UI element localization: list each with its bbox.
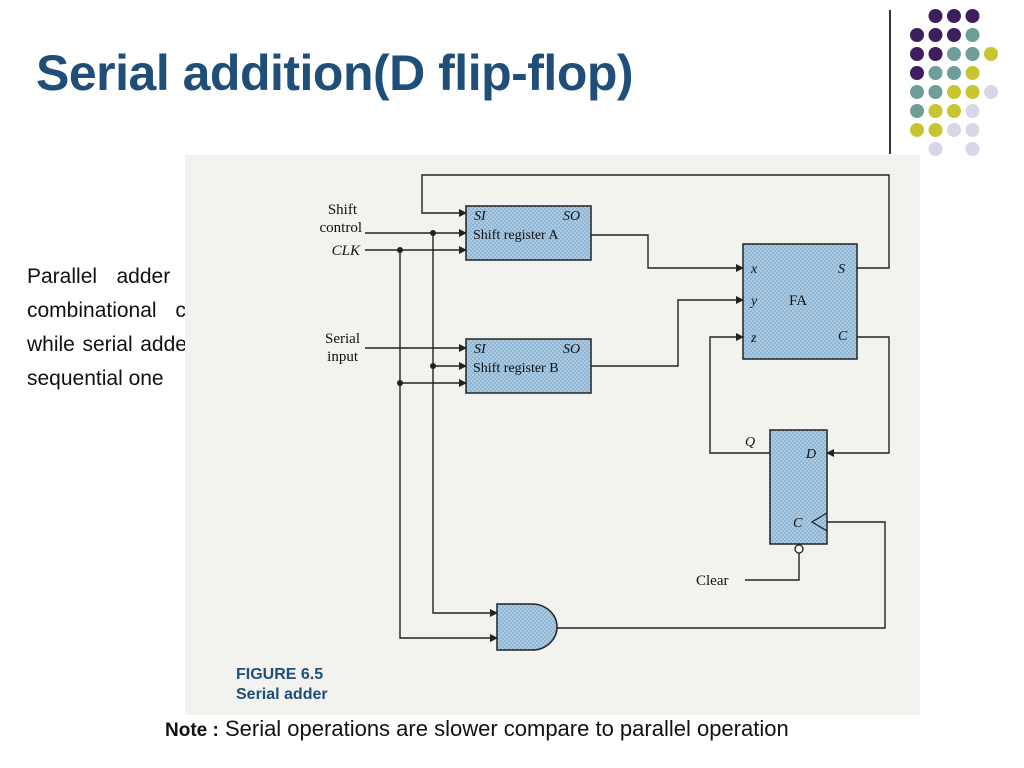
note-text: Serial operations are slower compare to … (224, 716, 789, 741)
sr-a-so-label: SO (563, 209, 580, 224)
ff-d-label: D (805, 447, 816, 462)
ff-q-label: Q (745, 435, 755, 450)
figure-number: FIGURE 6.5 (236, 666, 323, 683)
and-gate (496, 603, 558, 651)
note-label: Note : (165, 720, 219, 741)
shift-control-label-1: Shift (328, 202, 358, 218)
figure-title: Serial adder (236, 686, 328, 703)
wire-and-clock (557, 521, 886, 629)
divider-line (889, 10, 891, 154)
sr-b-name: Shift register B (473, 361, 559, 376)
fa-name: FA (789, 293, 807, 309)
shift-register-b: SI SO Shift register B (465, 338, 592, 394)
ff-c-label: C (793, 516, 803, 531)
d-flip-flop: D C Q (745, 429, 828, 554)
sr-a-si-label: SI (474, 209, 487, 224)
fa-c-label: C (838, 329, 848, 344)
fa-z-label: z (750, 331, 757, 346)
shift-control-label-2: control (320, 220, 363, 236)
fa-y-label: y (749, 294, 758, 309)
fa-s-label: S (838, 262, 845, 277)
wire-carry-d (826, 336, 890, 457)
sr-b-so-label: SO (563, 342, 580, 357)
input-labels: Shift control CLK Serial input (320, 202, 363, 365)
wire-q-z (709, 333, 770, 454)
full-adder: x y z FA S C (742, 243, 858, 360)
shift-register-a: SI SO Shift register A (465, 205, 592, 261)
wire-so-b-y (591, 296, 744, 367)
wire-shift-control-drop (432, 233, 498, 617)
wire-clear (745, 553, 800, 581)
junction-dots (397, 230, 436, 386)
wires (365, 174, 890, 642)
wire-so-a-x (591, 234, 744, 272)
body-text: Parallel adder is a combinational circui… (27, 265, 236, 390)
serial-input-label-1: Serial (325, 331, 360, 347)
clk-label: CLK (332, 243, 361, 259)
serial-input-label-2: input (327, 349, 359, 365)
wire-clk-drop (399, 250, 498, 642)
clear-label: Clear (696, 573, 728, 589)
fa-x-label: x (750, 262, 758, 277)
slide-title: Serial addition(D flip-flop) (36, 45, 634, 101)
sr-b-si-label: SI (474, 342, 487, 357)
wire-sum-feedback (421, 174, 890, 269)
note: Note : Serial operations are slower comp… (165, 716, 789, 742)
sr-a-name: Shift register A (473, 228, 559, 243)
